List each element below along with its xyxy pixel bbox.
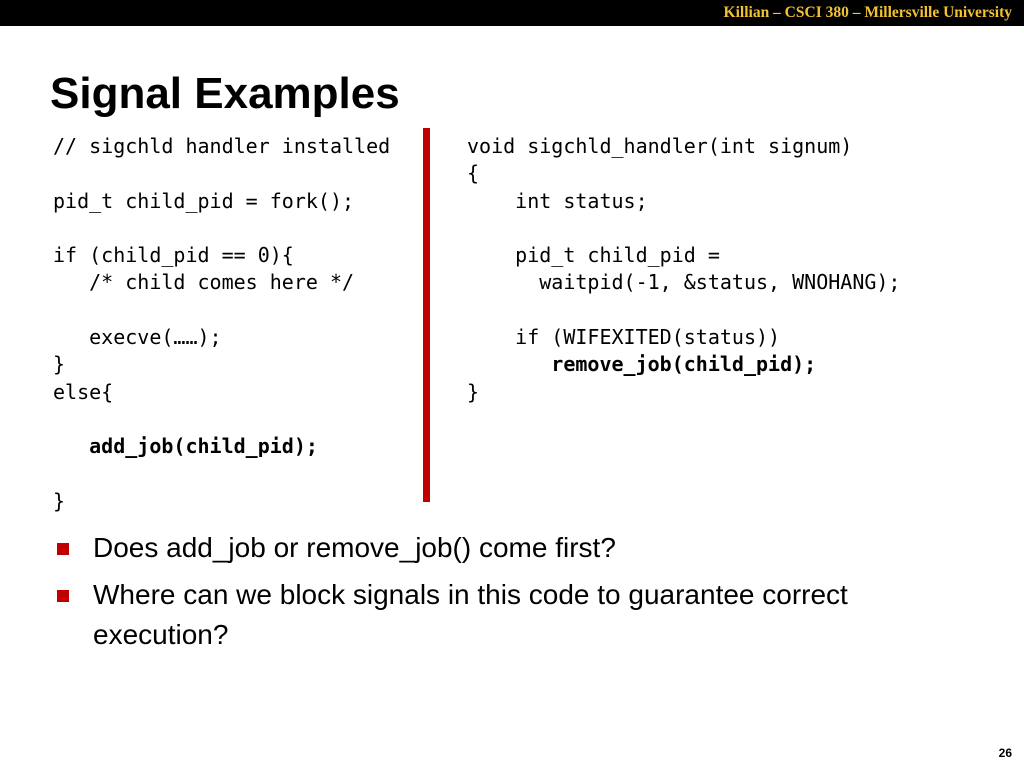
code-line: { bbox=[467, 161, 480, 186]
slide-title: Signal Examples bbox=[50, 69, 400, 118]
code-line bbox=[467, 215, 900, 242]
square-bullet-icon bbox=[57, 590, 69, 602]
code-line bbox=[53, 461, 390, 488]
bullet-text: Does add_job or remove_job() come first? bbox=[93, 532, 616, 563]
bullet-item: Does add_job or remove_job() come first? bbox=[55, 528, 955, 568]
code-line: /* child comes here */ bbox=[53, 270, 355, 295]
code-line bbox=[53, 406, 390, 433]
bullet-list: Does add_job or remove_job() come first?… bbox=[55, 528, 955, 662]
bullet-text: Where can we block signals in this code … bbox=[93, 579, 848, 650]
code-line bbox=[467, 297, 900, 324]
code-line: // sigchld handler installed bbox=[53, 134, 391, 158]
code-line: execve(……); bbox=[53, 325, 222, 350]
code-line-add-job: add_job(child_pid); bbox=[53, 434, 318, 459]
handler-code-block: void sigchld_handler(int signum) { int s… bbox=[467, 133, 900, 406]
code-line: int status; bbox=[467, 188, 648, 213]
parent-code-block: // sigchld handler installed pid_t child… bbox=[53, 133, 390, 515]
code-line bbox=[53, 215, 390, 242]
code-line bbox=[53, 297, 390, 324]
code-line: pid_t child_pid = fork(); bbox=[53, 188, 355, 213]
course-info: Killian – CSCI 380 – Millersville Univer… bbox=[723, 4, 1012, 21]
code-line: if (child_pid == 0){ bbox=[53, 243, 294, 268]
header-bar: Killian – CSCI 380 – Millersville Univer… bbox=[0, 0, 1024, 26]
code-line: } bbox=[467, 379, 480, 404]
code-line: waitpid(-1, &status, WNOHANG); bbox=[467, 270, 901, 295]
code-line bbox=[53, 160, 390, 187]
code-line: else{ bbox=[53, 379, 114, 404]
square-bullet-icon bbox=[57, 543, 69, 555]
code-line: pid_t child_pid = bbox=[467, 243, 720, 268]
code-line: void sigchld_handler(int signum) bbox=[467, 134, 853, 158]
code-line: } bbox=[53, 352, 66, 377]
code-line: if (WIFEXITED(status)) bbox=[467, 325, 781, 350]
column-divider bbox=[423, 128, 430, 502]
page-number: 26 bbox=[998, 746, 1012, 760]
code-line: } bbox=[53, 488, 66, 513]
bullet-item: Where can we block signals in this code … bbox=[55, 575, 955, 655]
code-line-remove-job: remove_job(child_pid); bbox=[467, 352, 817, 377]
